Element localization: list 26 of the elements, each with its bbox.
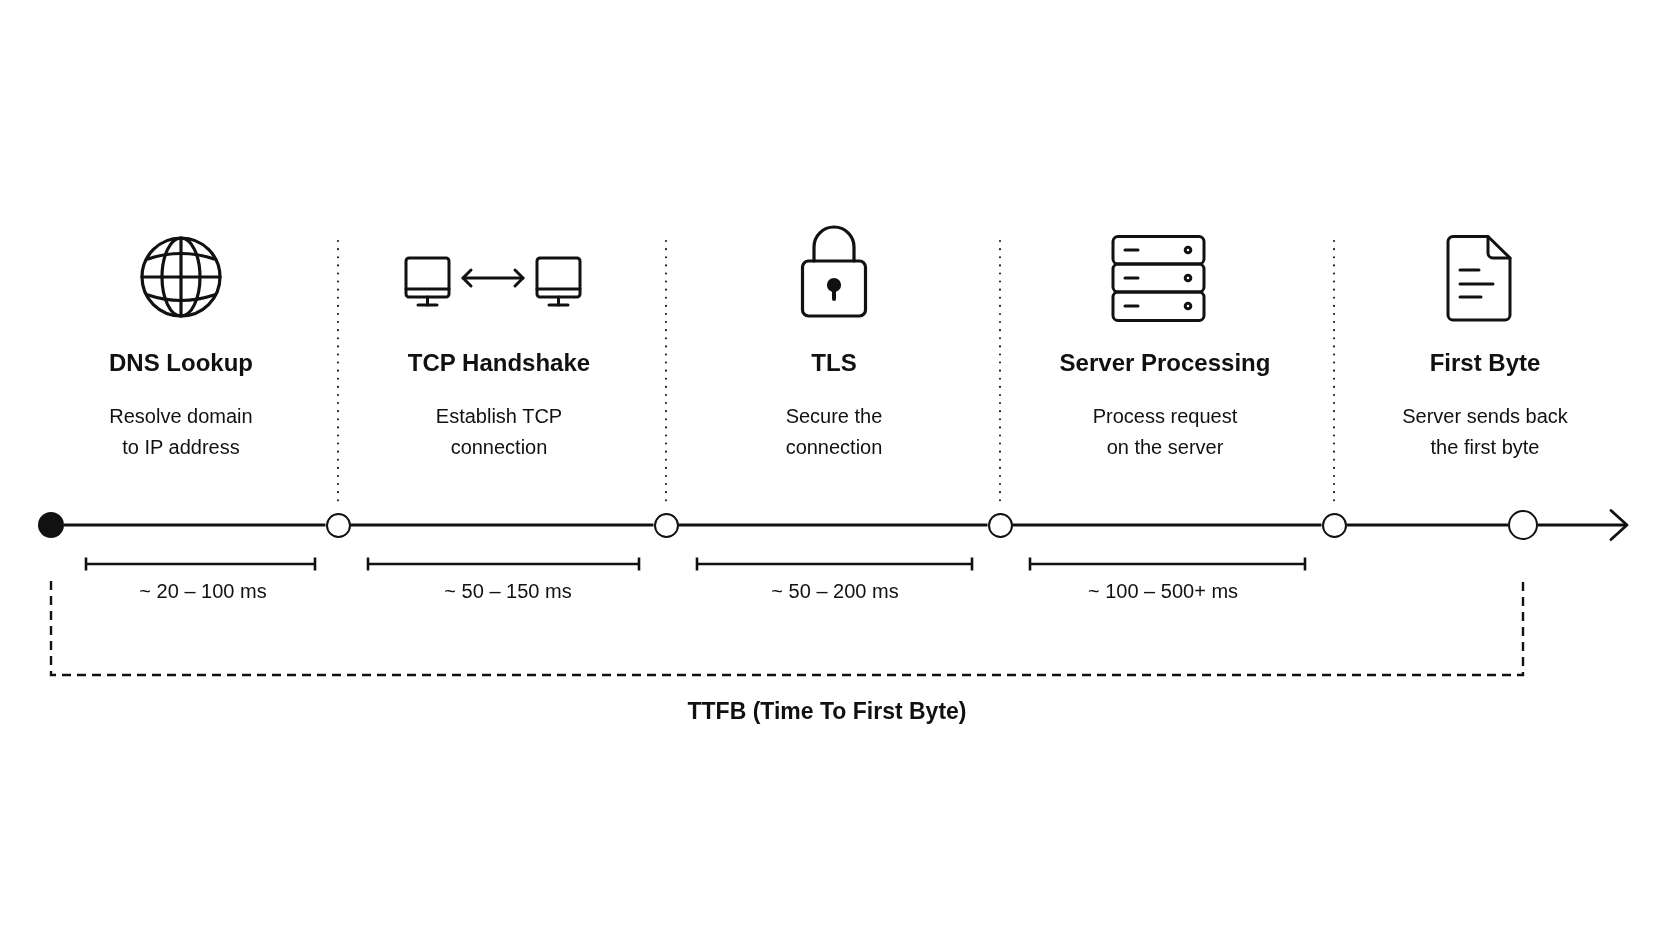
milestone-marker [987, 512, 1013, 538]
stage-title: TLS [811, 348, 857, 378]
arrow [1538, 509, 1629, 541]
milestone-marker [1508, 510, 1538, 540]
stage-title: DNS Lookup [109, 348, 253, 378]
milestone-marker [1321, 512, 1347, 538]
timeline-line [1346, 523, 1508, 527]
stage-title: Server Processing [1059, 348, 1271, 378]
duration-label: ~ 100 – 500+ ms [1087, 579, 1239, 604]
duration-label: ~ 50 – 150 ms [444, 579, 572, 604]
stage-description: Process request on the server [1091, 404, 1239, 460]
timeline-line [350, 523, 654, 527]
span-label: TTFB (Time To First Byte) [687, 697, 967, 725]
stage-description: Establish TCP connection [434, 404, 564, 460]
stage-description: Resolve domain to IP address [108, 404, 254, 460]
timeline-line [678, 523, 988, 527]
timeline-line [64, 523, 326, 527]
duration-label: ~ 50 – 200 ms [771, 579, 899, 604]
duration-label: ~ 20 – 100 ms [139, 579, 267, 604]
stage-description: Server sends back the first byte [1401, 404, 1569, 460]
stage-title: First Byte [1429, 348, 1541, 378]
timeline-line [1012, 523, 1322, 527]
stage-description: Secure the connection [784, 404, 884, 460]
milestone-marker [325, 512, 351, 538]
stage-title: TCP Handshake [407, 348, 591, 378]
milestone-marker [653, 512, 679, 538]
